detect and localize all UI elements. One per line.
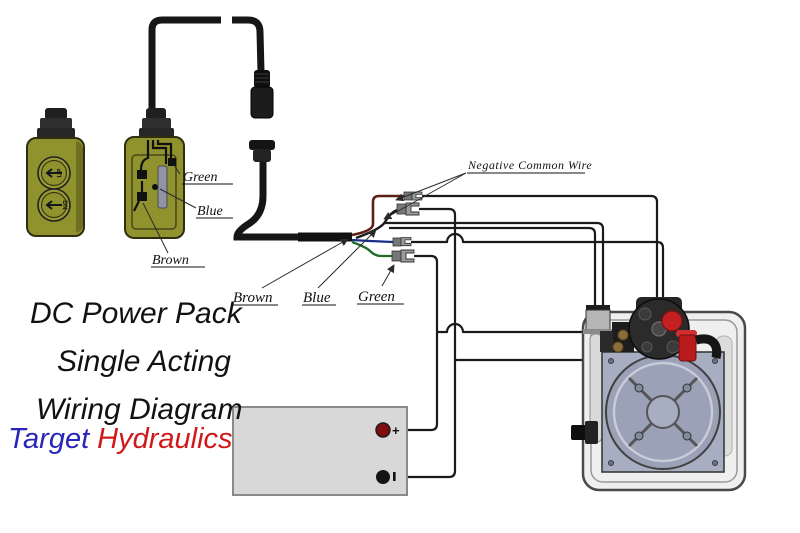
cable-to-harness: [233, 162, 300, 241]
cable-gland-nut: [40, 118, 72, 129]
left-port-fitting: [571, 421, 598, 444]
release-valve: [661, 310, 722, 362]
blue-wire: [351, 238, 394, 244]
brown-wire: [351, 194, 404, 237]
negative-common-annotation: Negative Common Wire: [383, 158, 592, 220]
brand-word-hydraulics: Hydraulics: [97, 423, 232, 455]
hydraulic-power-unit: [571, 297, 747, 492]
down-button-label: DN: [61, 200, 68, 210]
contact-dot: [152, 184, 158, 190]
title-line-1: DC Power Pack: [30, 297, 244, 330]
up-button-label: UP: [57, 168, 64, 178]
cable-run-right: [232, 16, 265, 73]
pendant-remote-closed: UP DN: [26, 108, 85, 237]
fork-terminal-green: [391, 249, 415, 263]
pendant-brown-label: Brown: [152, 253, 189, 268]
down-button[interactable]: DN: [37, 188, 71, 222]
plate-bolts: [608, 357, 719, 466]
wire-brown-label: Brown: [233, 290, 272, 306]
battery-positive-terminal: [375, 422, 391, 438]
cable-run-left: [148, 16, 221, 140]
brass-fitting-2: [612, 341, 624, 353]
motor-bolts: [634, 383, 692, 441]
down-arrow-icon: [45, 200, 62, 210]
contact-strip: [157, 165, 168, 209]
cable-connector-female: [249, 140, 275, 162]
pendant-body-shade: [76, 141, 83, 233]
line-negcommon-to-battery-neg: [392, 207, 457, 479]
pendant-wire-labels: Green Blue Brown: [142, 164, 233, 268]
spade-terminal-blue: [392, 237, 412, 247]
line-coil-1: [385, 221, 605, 306]
pendant-green-label: Green: [183, 170, 217, 185]
title-block: DC Power Pack Single Acting Wiring Diagr…: [8, 297, 244, 455]
green-wire: [351, 240, 392, 258]
cable-gland-cap: [45, 108, 67, 120]
brand-word-target: Target: [8, 423, 91, 455]
pendant-remote-open: [124, 108, 185, 239]
pendant-internal-wires: [133, 140, 173, 212]
cable-gland-nut-2: [142, 118, 171, 129]
harness-wire-labels: Brown Blue Green: [232, 229, 404, 306]
wire-green-label: Green: [358, 289, 395, 305]
pendant-cable: [148, 16, 265, 140]
line-green-to-battery-pos: [392, 254, 439, 432]
line-pos-branch-to-solenoid: [437, 322, 612, 334]
fork-terminal-negative-2: [396, 202, 420, 216]
title-line-3: Wiring Diagram: [36, 393, 242, 426]
cable-gland-cap-2: [146, 108, 166, 120]
battery-negative-terminal: [376, 470, 390, 484]
brass-fitting-1: [617, 329, 629, 341]
cable-connector-male: [250, 70, 274, 119]
battery: +: [232, 406, 408, 496]
up-arrow-icon: [45, 168, 62, 178]
up-button[interactable]: UP: [37, 156, 71, 190]
battery-positive-symbol: +: [392, 423, 400, 438]
pendant-blue-label: Blue: [197, 204, 223, 219]
valve-hose: [694, 334, 722, 359]
terminal-block-1: [137, 170, 147, 179]
title-line-2: Single Acting: [57, 345, 231, 378]
negative-common-label: Negative Common Wire: [467, 158, 592, 172]
terminal-block-2: [137, 192, 147, 201]
motor-hub: [646, 395, 680, 429]
wire-blue-label: Blue: [303, 290, 331, 306]
line-negcommon-to-valve: [422, 194, 659, 299]
solenoid-box-step: [600, 331, 613, 352]
terminal-block-3: [168, 158, 176, 166]
pendant-open-panel: [131, 154, 177, 230]
battery-negative-symbol-mark: [393, 472, 396, 481]
motor-face-ring: [612, 361, 714, 463]
routing-lines: [385, 194, 665, 479]
line-coil-2: [389, 226, 597, 306]
start-solenoid: [583, 305, 613, 334]
line-blue-to-valve: [411, 232, 665, 299]
